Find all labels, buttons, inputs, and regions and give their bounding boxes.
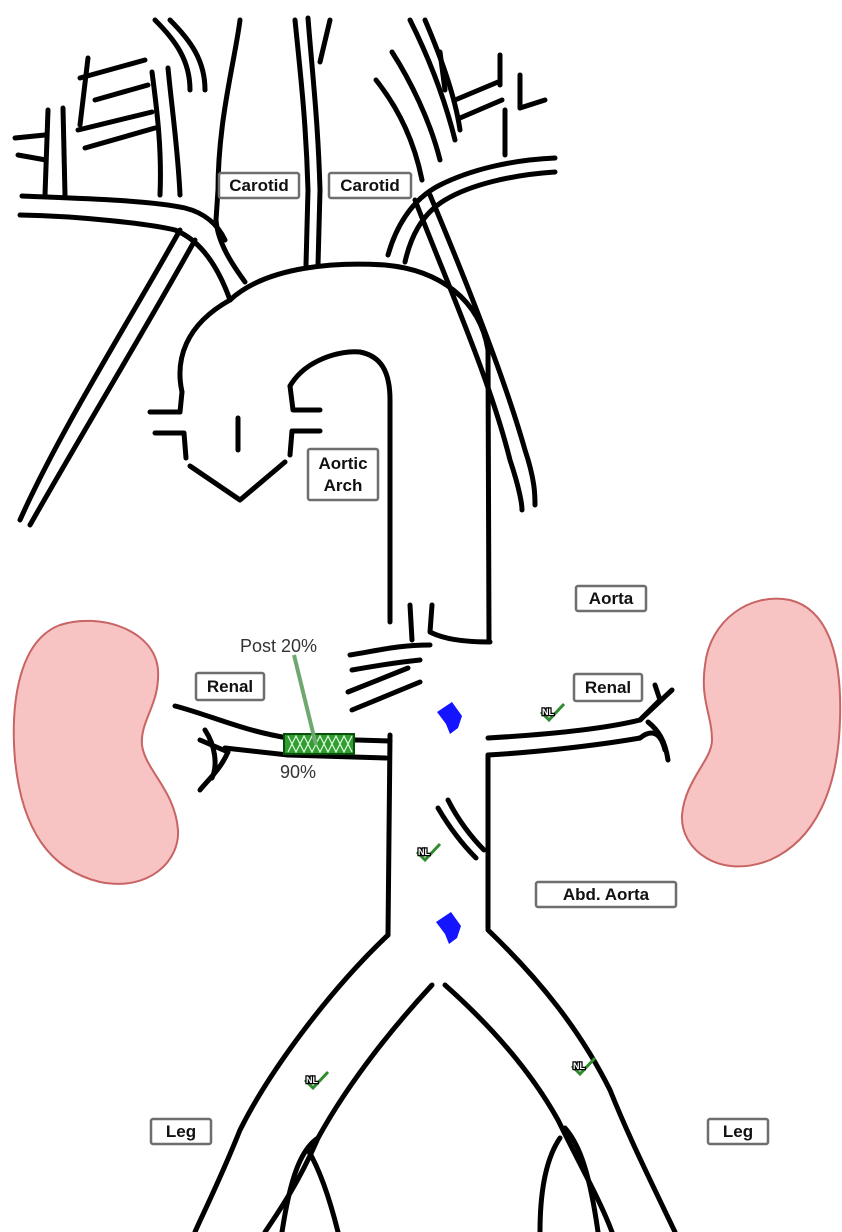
iliac-right-outer bbox=[488, 930, 675, 1232]
svg-text:NL: NL bbox=[306, 1075, 318, 1085]
left-vertebral-2 bbox=[152, 72, 160, 195]
nl-marker-abd: NL bbox=[417, 844, 440, 860]
nl-marker-renal: NL bbox=[541, 704, 564, 720]
left-branch-5 bbox=[85, 128, 155, 148]
left-carotid-outer bbox=[216, 20, 245, 282]
svg-text:Leg: Leg bbox=[723, 1122, 753, 1141]
svg-text:NL: NL bbox=[418, 847, 430, 857]
label-aortic-arch: Aortic Arch bbox=[308, 449, 378, 500]
flow-arrow-icon bbox=[436, 912, 461, 944]
right-branch-a bbox=[455, 82, 498, 100]
left-branch-7 bbox=[63, 108, 65, 195]
svg-text:Aortic: Aortic bbox=[318, 454, 367, 473]
svg-text:Renal: Renal bbox=[585, 678, 631, 697]
left-branch-6 bbox=[45, 110, 48, 195]
label-leg-right: Leg bbox=[708, 1119, 768, 1144]
svg-text:Aorta: Aorta bbox=[589, 589, 634, 608]
left-branch-2 bbox=[95, 85, 148, 100]
celiac-1 bbox=[410, 605, 412, 640]
label-abd-aorta: Abd. Aorta bbox=[536, 882, 676, 907]
label-leg-left: Leg bbox=[151, 1119, 211, 1144]
right-branch-b bbox=[460, 100, 502, 118]
label-aorta: Aorta bbox=[576, 586, 646, 611]
left-carotid-inner2 bbox=[155, 20, 190, 90]
svg-text:Abd. Aorta: Abd. Aorta bbox=[563, 885, 650, 904]
right-renal-bottom bbox=[488, 738, 640, 755]
right-subclavian-bottom bbox=[405, 172, 555, 262]
aortic-valve-right bbox=[290, 386, 320, 410]
label-carotid-right: Carotid bbox=[329, 173, 411, 198]
celiac-2 bbox=[430, 605, 490, 642]
stenosis-pre-annotation: 90% bbox=[280, 762, 316, 782]
right-kidney bbox=[682, 599, 840, 867]
aortic-arch-outer bbox=[180, 300, 230, 392]
aortic-root bbox=[190, 462, 285, 500]
left-branch-3 bbox=[80, 58, 88, 125]
label-carotid-left: Carotid bbox=[219, 173, 299, 198]
svg-text:NL: NL bbox=[573, 1061, 585, 1071]
label-renal-left: Renal bbox=[196, 673, 264, 700]
left-renal-branch-2 bbox=[205, 730, 215, 778]
left-arm-outer bbox=[20, 230, 180, 520]
stenosis-post-annotation: Post 20% bbox=[240, 636, 317, 656]
abd-aorta-left bbox=[388, 735, 390, 935]
svg-text:Leg: Leg bbox=[166, 1122, 196, 1141]
label-renal-right: Renal bbox=[574, 674, 642, 701]
internal-iliac-right-2 bbox=[540, 1138, 560, 1232]
nl-marker-leg-right: NL bbox=[572, 1058, 595, 1074]
aortic-valve-left bbox=[150, 392, 182, 412]
iliac-right-inner bbox=[445, 985, 612, 1232]
stent-icon bbox=[284, 734, 354, 754]
left-kidney bbox=[14, 621, 178, 884]
aortic-valve-left-2 bbox=[155, 433, 186, 458]
right-branch-g bbox=[440, 52, 445, 90]
right-arm-outer bbox=[415, 200, 522, 510]
celiac-3 bbox=[350, 645, 430, 655]
svg-text:Carotid: Carotid bbox=[340, 176, 400, 195]
left-branch-4 bbox=[78, 112, 152, 130]
left-branch-9 bbox=[18, 155, 46, 160]
right-arm-inner bbox=[430, 195, 535, 505]
left-vertebral-1 bbox=[168, 68, 180, 195]
left-arm-inner bbox=[30, 240, 195, 525]
svg-text:Renal: Renal bbox=[207, 677, 253, 696]
right-carotid-outer bbox=[308, 18, 320, 265]
annotation-pointer bbox=[294, 655, 316, 745]
nl-marker-leg-left: NL bbox=[305, 1072, 328, 1088]
flow-arrow-icon bbox=[437, 702, 462, 734]
svg-text:Carotid: Carotid bbox=[229, 176, 289, 195]
left-subclavian-bottom bbox=[20, 215, 230, 300]
internal-iliac-left-2 bbox=[308, 1150, 338, 1232]
right-carotid-inner bbox=[295, 20, 308, 265]
ima-2 bbox=[448, 800, 484, 850]
svg-text:NL: NL bbox=[542, 707, 554, 717]
svg-text:Arch: Arch bbox=[324, 476, 363, 495]
right-carotid-branch bbox=[320, 20, 330, 62]
right-branch-f bbox=[520, 100, 545, 108]
left-branch-8 bbox=[15, 135, 45, 138]
right-renal-branch-3 bbox=[648, 722, 668, 760]
